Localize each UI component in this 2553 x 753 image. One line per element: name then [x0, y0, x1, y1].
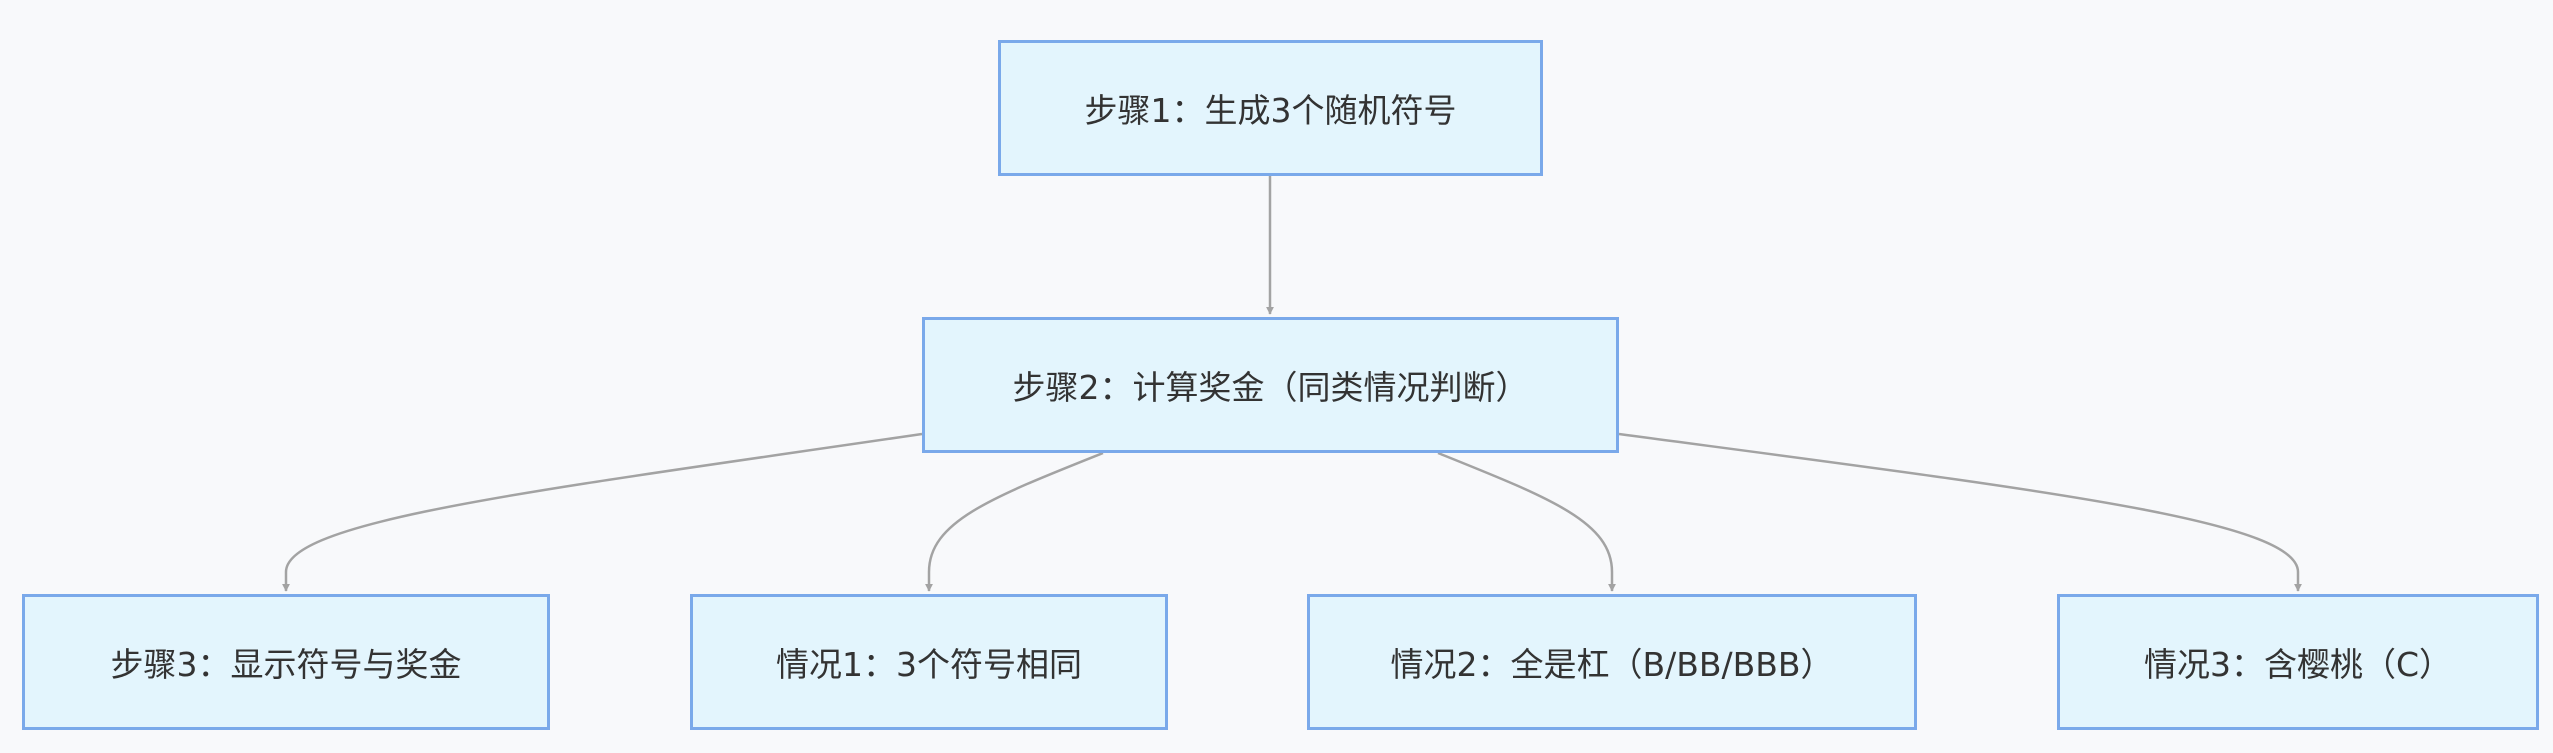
node-case1: 情况1：3个符号相同 — [690, 594, 1168, 730]
edge-step2-to-case1 — [925, 451, 1104, 592]
node-step1: 步骤1：生成3个随机符号 — [998, 40, 1543, 176]
node-case1-label: 情况1：3个符号相同 — [776, 645, 1082, 684]
node-step3-label: 步骤3：显示符号与奖金 — [110, 645, 462, 684]
edge-step2-to-case3 — [1618, 432, 2302, 592]
node-case3-label: 情况3：含樱桃（C） — [2143, 645, 2453, 684]
node-step2-label: 步骤2：计算奖金（同类情况判断） — [1012, 368, 1529, 407]
node-case2: 情况2：全是杠（B/BB/BBB） — [1307, 594, 1917, 730]
node-step2: 步骤2：计算奖金（同类情况判断） — [922, 317, 1619, 453]
edge-step2-to-case2 — [1437, 451, 1616, 592]
node-case3: 情况3：含樱桃（C） — [2057, 594, 2539, 730]
node-case2-label: 情况2：全是杠（B/BB/BBB） — [1390, 645, 1834, 684]
node-step3: 步骤3：显示符号与奖金 — [22, 594, 550, 730]
edge-step2-to-step3 — [282, 432, 923, 592]
node-step1-label: 步骤1：生成3个随机符号 — [1084, 91, 1457, 130]
